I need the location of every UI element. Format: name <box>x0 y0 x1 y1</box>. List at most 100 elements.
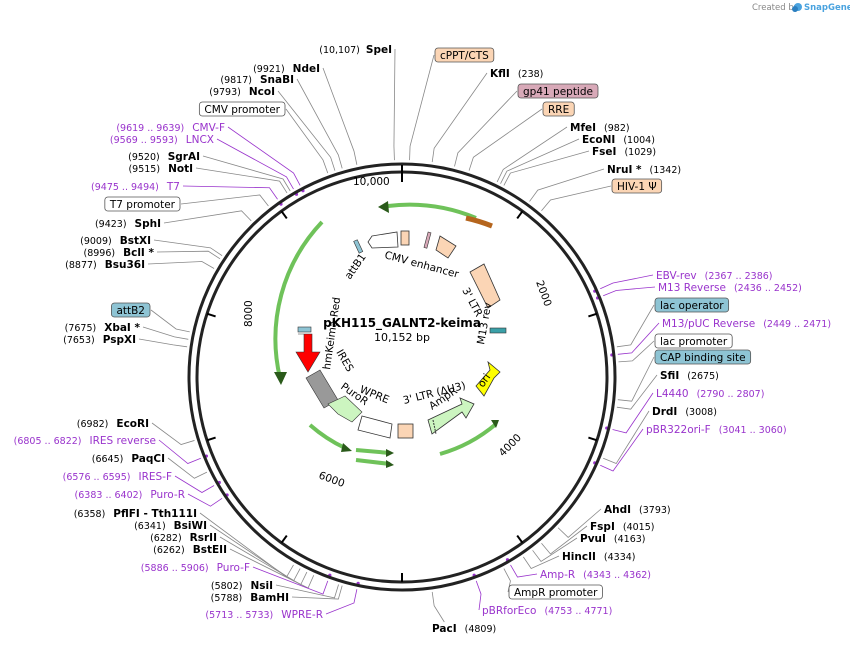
label-cmv-f[interactable]: CMV-F(9619 .. 9639) <box>116 122 225 134</box>
label-gp41-peptide[interactable]: gp41 peptide <box>517 83 599 99</box>
label-bsu36i[interactable]: Bsu36I(8877) <box>65 259 145 271</box>
label-hincii[interactable]: HincII(4334) <box>562 551 636 563</box>
label-noti[interactable]: NotI(9515) <box>128 163 193 175</box>
label-pvui-name: PvuI <box>580 533 606 545</box>
label-pspxi-name: PspXI <box>103 334 136 346</box>
label-sphi[interactable]: SphI (9423) <box>95 218 161 230</box>
label-puro-r-name: Puro-R <box>150 489 185 501</box>
label-pbr322ori-f[interactable]: pBR322ori-F(3041 .. 3060) <box>646 424 787 436</box>
label-t7[interactable]: T7(9475 .. 9494) <box>91 181 180 193</box>
label-cppt-cts-box <box>434 47 495 63</box>
label-lncx[interactable]: LNCX(9569 .. 9593) <box>110 134 214 146</box>
label-lac-operator[interactable]: lac operator <box>654 297 730 313</box>
label-puro-r-coord: (6383 .. 6402) <box>75 490 143 501</box>
label-puro-r[interactable]: Puro-R (6383 .. 6402) <box>75 489 185 501</box>
label-pbrforeco[interactable]: pBRforEco(4753 .. 4771) <box>482 605 612 617</box>
label-nrui[interactable]: NruI *(1342) <box>607 164 681 176</box>
label-sgrai[interactable]: SgrAI(9520) <box>128 151 200 163</box>
inner-label-ires: IRES <box>333 348 355 375</box>
label-xbai[interactable]: XbaI *(7675) <box>65 322 141 334</box>
label-lac-promoter-name: lac promoter <box>660 336 728 348</box>
leader-econi <box>500 138 580 184</box>
label-snabi[interactable]: SnaBI(9817) <box>220 74 294 86</box>
label-cap-binding-site-box <box>654 349 752 365</box>
label-paci[interactable]: PacI(4809) <box>432 623 496 635</box>
ltr3du3-block <box>397 423 414 439</box>
leader-ndei <box>322 67 358 165</box>
label-ecori-name: EcoRI <box>116 418 149 430</box>
label-pbrforeco-coord: (4753 .. 4771) <box>544 606 612 617</box>
label-wpre-r[interactable]: WPRE-R(5713 .. 5733) <box>205 609 323 621</box>
label-bstxi[interactable]: BstXI(9009) <box>80 235 151 247</box>
label-m13-reverse[interactable]: M13 Reverse(2436 .. 2452) <box>658 282 802 294</box>
label-paqci-name: PaqCI <box>131 453 165 465</box>
label-cmv-promoter[interactable]: CMV promoter <box>198 101 286 117</box>
label-pflfi-tth111i[interactable]: PflFI - Tth111I(6358) <box>74 508 197 520</box>
rre-block <box>435 235 457 259</box>
label-bsiwi[interactable]: BsiWI(6341) <box>134 520 207 532</box>
backbone-outer-ring <box>187 162 617 592</box>
leader-lines <box>138 48 660 623</box>
label-noti-coord: (9515) <box>128 164 160 175</box>
label-drdi-name: DrdI <box>652 406 677 418</box>
label-bstxi-coord: (9009) <box>80 236 112 247</box>
arc-bottom-1 <box>355 448 391 455</box>
label-attb2[interactable]: attB2 <box>111 302 151 318</box>
leader-rre <box>468 108 543 171</box>
label-pspxi[interactable]: PspXI(7653) <box>63 334 136 346</box>
label-rsrii[interactable]: RsrII(6282) <box>150 532 217 544</box>
label-amp-r[interactable]: Amp-R(4343 .. 4362) <box>540 569 651 581</box>
ltr3-block <box>469 263 501 309</box>
label-t7-promoter-box <box>104 196 181 212</box>
label-drdi[interactable]: DrdI(3008) <box>652 406 717 418</box>
label-fsei[interactable]: FseI(1029) <box>592 146 656 158</box>
arc-rb-head <box>491 420 499 428</box>
label-rre[interactable]: RRE <box>542 101 575 117</box>
leader-t7-promoter <box>180 194 269 207</box>
label-fspi[interactable]: FspI(4015) <box>590 521 654 533</box>
label-ahdi[interactable]: AhdI(3793) <box>604 504 671 516</box>
label-sphi-name: SphI <box>135 218 161 230</box>
watermark-text: Created by <box>752 3 799 13</box>
label-ebv-rev[interactable]: EBV-rev(2367 .. 2386) <box>656 270 773 282</box>
leader-ires-f <box>174 475 215 493</box>
label-mfei[interactable]: MfeI(982) <box>570 122 630 134</box>
label-l4440[interactable]: L4440(2790 .. 2807) <box>656 388 764 400</box>
label-lac-promoter[interactable]: lac promoter <box>654 333 733 349</box>
watermark-brand: SnapGene <box>804 3 850 13</box>
label-nsii[interactable]: NsiI(5802) <box>211 580 273 592</box>
label-pvui[interactable]: PvuI(4163) <box>580 533 646 545</box>
label-ampr-promoter[interactable]: AmpR promoter <box>508 584 603 600</box>
leader-ires-reverse <box>158 439 201 464</box>
label-snabi-name: SnaBI <box>260 74 294 86</box>
leader-fspi <box>541 525 588 555</box>
leader-sphi <box>163 210 252 224</box>
label-hiv-1[interactable]: HIV-1 Ψ <box>611 178 663 194</box>
label-bamhi[interactable]: BamHI(5788) <box>211 592 289 604</box>
leader-cmv-promoter <box>285 108 329 174</box>
ampr-promoter-mark <box>432 419 437 435</box>
label-econi[interactable]: EcoNI(1004) <box>582 134 655 146</box>
label-sphi-coord: (9423) <box>95 219 127 230</box>
label-m13-puc-reverse[interactable]: M13/pUC Reverse(2449 .. 2471) <box>662 318 831 330</box>
label-t7-promoter[interactable]: T7 promoter <box>104 196 181 212</box>
label-ires-f[interactable]: IRES-F(6576 .. 6595) <box>63 471 172 483</box>
label-l4440-name: L4440 <box>656 388 689 400</box>
label-sfii[interactable]: SfiI(2675) <box>660 370 719 382</box>
label-puro-f[interactable]: Puro-F(5886 .. 5906) <box>141 562 250 574</box>
leader-bsu36i <box>147 261 215 269</box>
label-paqci[interactable]: PaqCI(6645) <box>92 453 165 465</box>
label-cppt-cts[interactable]: cPPT/CTS <box>434 47 495 63</box>
label-cmv-f-name: CMV-F <box>192 122 225 134</box>
label-spei[interactable]: SpeI(10,107) <box>319 44 392 56</box>
label-gp41-peptide-name: gp41 peptide <box>523 86 593 98</box>
label-ecori[interactable]: EcoRI(6982) <box>77 418 149 430</box>
label-ncoi[interactable]: NcoI(9793) <box>209 86 275 98</box>
label-bsteii[interactable]: BstEII(6262) <box>153 544 227 556</box>
label-bcli[interactable]: BclI *(8996) <box>84 247 155 259</box>
leader-cap-binding-site <box>617 356 655 402</box>
label-ndei[interactable]: NdeI(9921) <box>253 63 320 75</box>
label-kfli[interactable]: KflI(238) <box>490 68 543 80</box>
label-ires-reverse[interactable]: IRES reverse(6805 .. 6822) <box>14 435 156 447</box>
label-cap-binding-site[interactable]: CAP binding site <box>654 349 752 365</box>
